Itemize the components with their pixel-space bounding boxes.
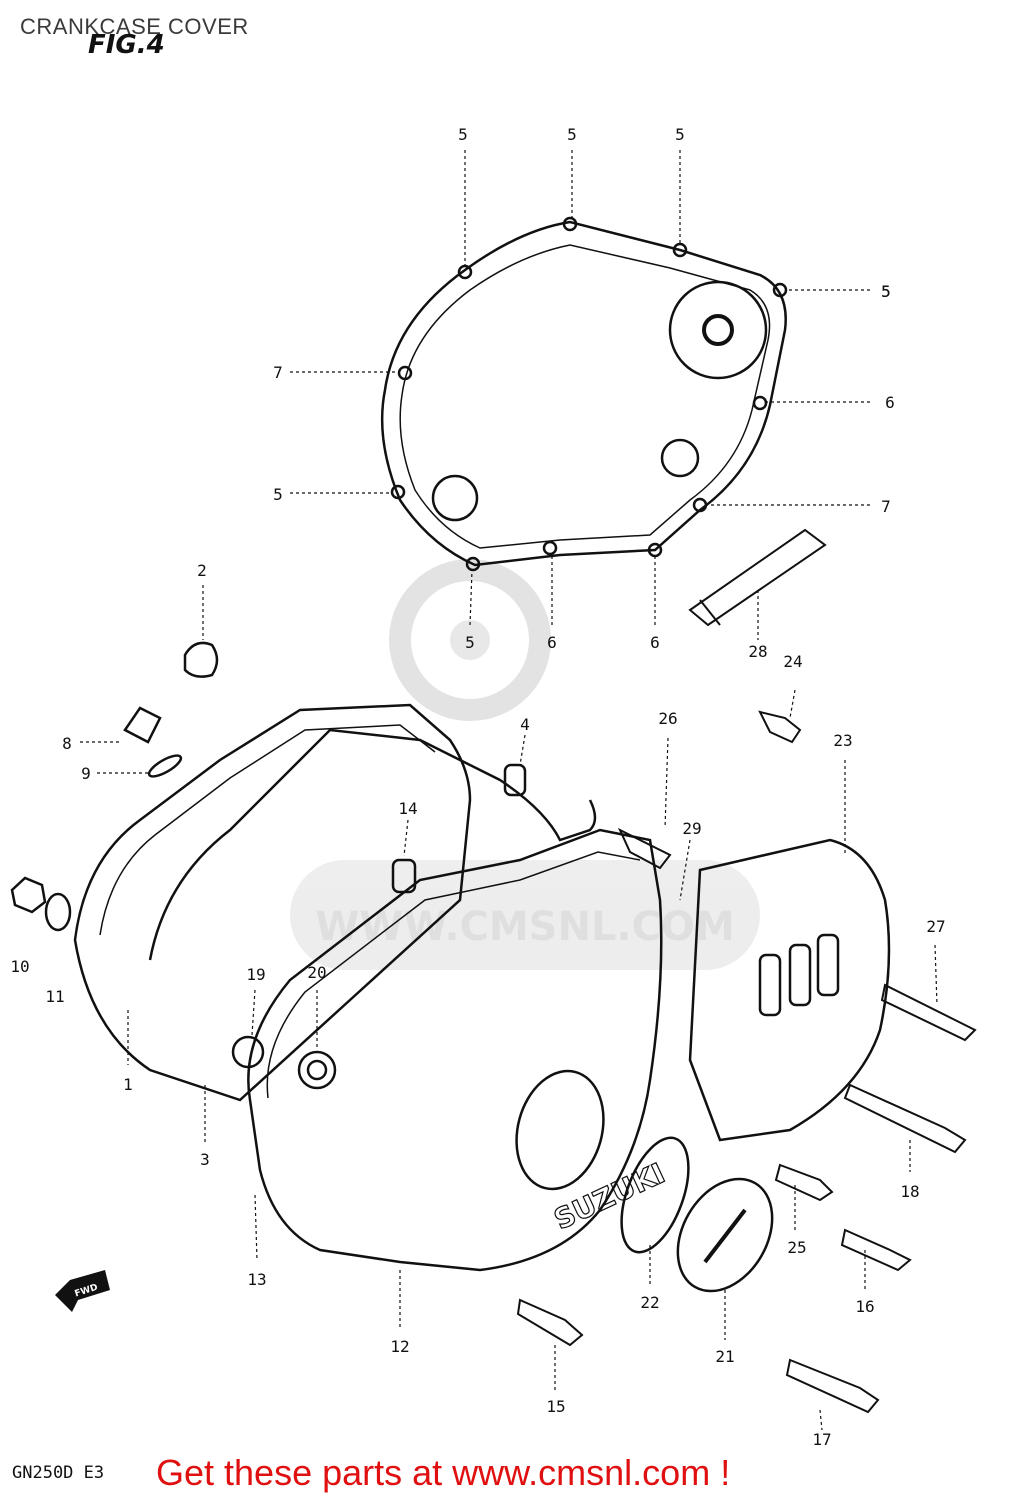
callout-24: 24 <box>783 652 802 671</box>
callout-21: 21 <box>715 1347 734 1366</box>
callout-25: 25 <box>787 1238 806 1257</box>
shop-parts-link[interactable]: Get these parts at www.cmsnl.com ! <box>156 1452 731 1493</box>
watermark: WWW.CMSNL.COM <box>290 559 760 970</box>
engraved-brand: SUZUKI <box>549 1157 670 1237</box>
callout-16: 16 <box>855 1297 874 1316</box>
callout-13: 13 <box>247 1270 266 1289</box>
callout-18: 18 <box>900 1182 919 1201</box>
callout-5: 5 <box>675 125 685 144</box>
callout-5: 5 <box>567 125 577 144</box>
model-code: GN250D E3 <box>12 1463 105 1483</box>
callout-9: 9 <box>81 764 91 783</box>
callout-28: 28 <box>748 642 767 661</box>
callout-23: 23 <box>833 731 852 750</box>
callout-8: 8 <box>62 734 72 753</box>
callout-6: 6 <box>885 393 895 412</box>
callout-7: 7 <box>273 363 283 382</box>
callout-2: 2 <box>197 561 207 580</box>
forward-direction-badge: FWD <box>55 1270 110 1312</box>
lower-leaders <box>80 585 938 1431</box>
callout-4: 4 <box>520 715 530 734</box>
callout-1: 1 <box>123 1075 133 1094</box>
callout-5: 5 <box>465 633 475 652</box>
callout-19: 19 <box>246 965 265 984</box>
callout-17: 17 <box>812 1430 831 1449</box>
callout-29: 29 <box>682 819 701 838</box>
part-28-tool <box>688 528 827 640</box>
callout-5: 5 <box>458 125 468 144</box>
callout-3: 3 <box>200 1150 210 1169</box>
callout-20: 20 <box>307 963 326 982</box>
callout-14: 14 <box>398 799 417 818</box>
watermark-text: WWW.CMSNL.COM <box>315 904 735 950</box>
callout-22: 22 <box>640 1293 659 1312</box>
callout-11: 11 <box>45 987 64 1006</box>
callout-6: 6 <box>650 633 660 652</box>
lower-crankcase-cover: SUZUKI <box>10 641 891 1293</box>
callout-5: 5 <box>881 282 891 301</box>
page-title: CRANKCASE COVER <box>20 14 249 39</box>
callout-10: 10 <box>10 957 29 976</box>
callout-6: 6 <box>547 633 557 652</box>
callout-27: 27 <box>926 917 945 936</box>
figure-label: FIG.4 <box>88 30 165 60</box>
callout-7: 7 <box>881 497 891 516</box>
bolts <box>516 710 977 1414</box>
callout-12: 12 <box>390 1337 409 1356</box>
callout-5: 5 <box>273 485 283 504</box>
upper-leaders <box>290 150 870 626</box>
upper-clutch-cover <box>380 216 788 572</box>
callout-5: 5 <box>881 282 891 301</box>
callout-15: 15 <box>546 1397 565 1416</box>
callout-26: 26 <box>658 709 677 728</box>
